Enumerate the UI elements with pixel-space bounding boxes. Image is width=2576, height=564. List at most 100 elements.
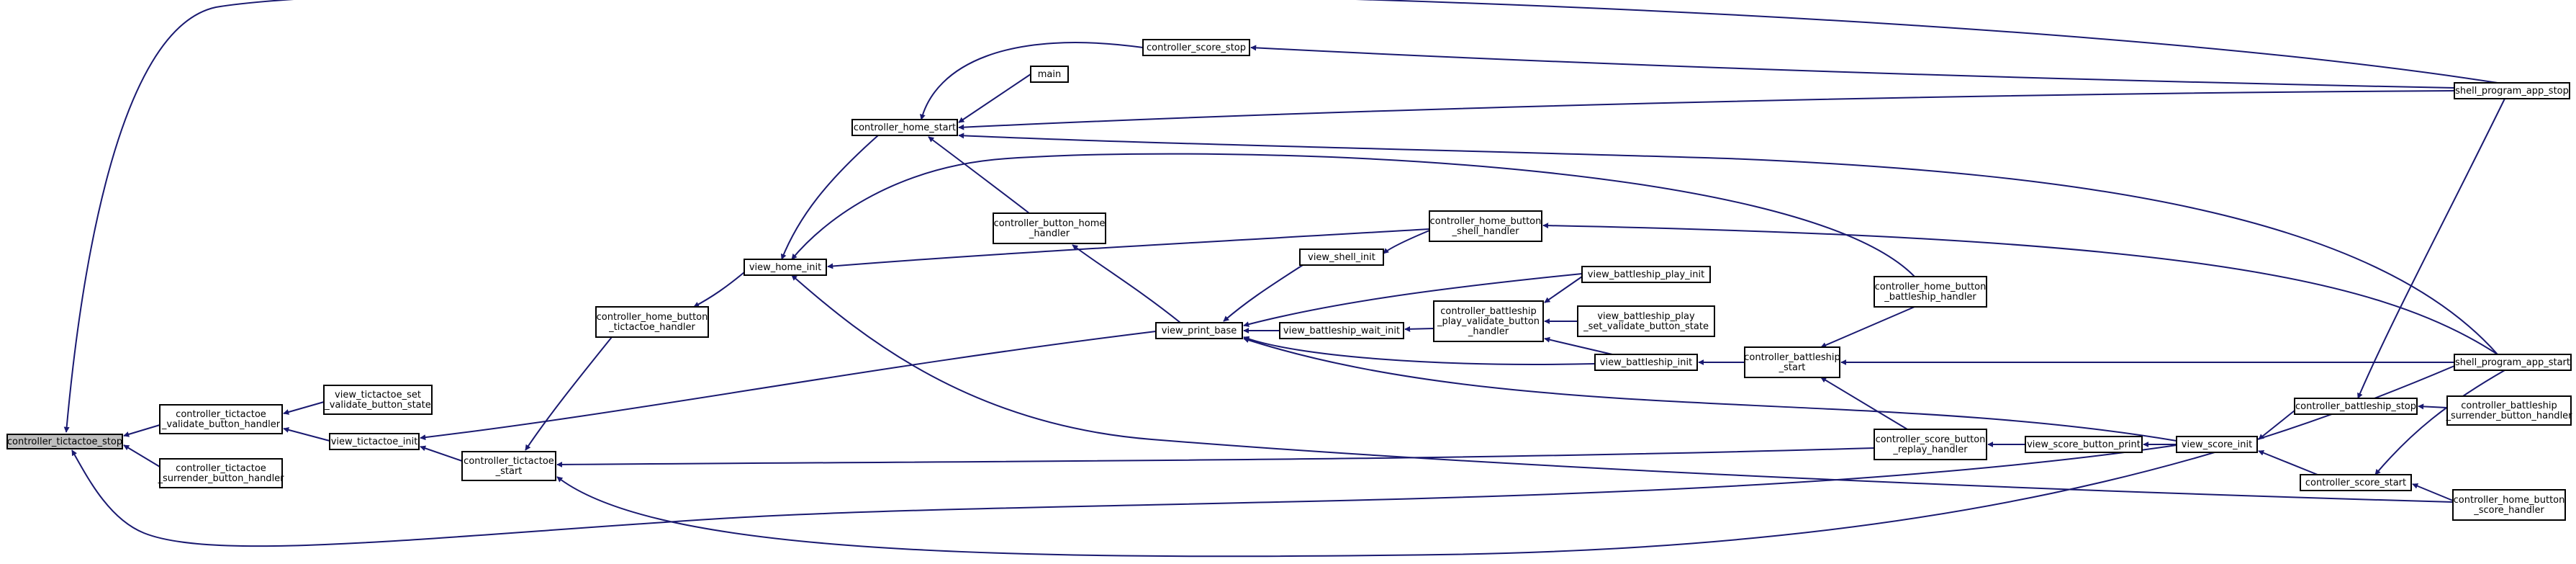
node-shell-stop[interactable]: shell_program_app_stop [2454, 82, 2570, 99]
node-label: view_battleship_init [1600, 357, 1692, 368]
node-home-tictactoe-handler[interactable]: controller_home_button_tictactoe_handler [595, 306, 709, 338]
node-set-validate[interactable]: view_tictactoe_set_validate_button_state [323, 385, 433, 415]
node-bs-play-validate-handler[interactable]: controller_battleship_play_validate_butt… [1433, 300, 1544, 342]
node-tictactoe-stop[interactable]: controller_tictactoe_stop [6, 434, 123, 449]
node-score-start[interactable]: controller_score_start [2300, 474, 2412, 491]
node-surrender-handler[interactable]: controller_tictactoe_surrender_button_ha… [157, 458, 284, 488]
node-label: _handler [1029, 228, 1070, 239]
edge-view-home-init-to-home-tictactoe-handler [693, 272, 745, 308]
node-box [329, 433, 420, 450]
node-box [159, 404, 283, 434]
node-label: _start [495, 466, 523, 477]
node-box [1155, 322, 1243, 339]
edge-shell-stop-to-home-start [958, 90, 2455, 130]
node-bs-stop[interactable]: controller_battleship_stop [2294, 398, 2418, 415]
node-box [1429, 210, 1542, 242]
node-box [6, 434, 123, 449]
edge-bs-surrender-handler-to-bs-stop [2418, 403, 2448, 410]
node-label: controller_tictactoe [176, 463, 266, 474]
edge-home-tictactoe-handler-to-tictactoe-start [525, 336, 613, 451]
node-label: _handler [1468, 326, 1509, 337]
node-score-stop[interactable]: controller_score_stop [1142, 39, 1250, 56]
node-score-button-print[interactable]: view_score_button_print [2025, 436, 2143, 453]
edge-main-to-home-start [958, 73, 1031, 123]
node-validate-handler[interactable]: controller_tictactoe_validate_button_han… [159, 404, 283, 434]
node-label: controller_home_button [1875, 282, 1987, 292]
node-view-tictactoe-init[interactable]: view_tictactoe_init [329, 433, 420, 450]
node-bs-play-set-validate[interactable]: view_battleship_play_set_validate_button… [1577, 305, 1715, 337]
node-view-home-init[interactable]: view_home_init [744, 259, 827, 276]
node-box [1577, 305, 1715, 337]
edge-button-home-handler-to-home-start [928, 136, 1030, 214]
node-bs-surrender-handler[interactable]: controller_battleship_surrender_button_h… [2445, 395, 2572, 426]
node-label: _tictactoe_handler [608, 322, 695, 333]
node-label: view_battleship_wait_init [1283, 326, 1400, 336]
edge-view-print-base-to-button-home-handler [1072, 244, 1181, 323]
edge-home-bs-handler-to-view-home-init [791, 153, 1915, 277]
node-box [2294, 398, 2418, 415]
edge-shell-start-to-tictactoe-start [556, 365, 2455, 558]
edge-score-replay-handler-to-bs-start [1820, 377, 1908, 430]
node-home-score-handler[interactable]: controller_home_button_score_handler [2452, 489, 2566, 521]
edge-validate-handler-to-tictactoe-stop [123, 424, 161, 437]
node-box [2300, 474, 2412, 491]
node-home-shell-handler[interactable]: controller_home_button_shell_handler [1429, 210, 1542, 242]
edge-shell-start-to-home-shell-handler [1542, 223, 2498, 355]
node-score-replay-handler[interactable]: controller_score_button_replay_handler [1874, 429, 1987, 460]
node-label: view_tictactoe_init [331, 437, 418, 447]
node-main[interactable]: main [1030, 66, 1069, 83]
node-view-print-base[interactable]: view_print_base [1155, 322, 1243, 339]
node-label: controller_tictactoe [176, 409, 266, 420]
edge-view-tictactoe-init-to-validate-handler [283, 426, 330, 442]
node-label: controller_score_button [1876, 434, 1986, 445]
node-box [1874, 276, 1987, 308]
node-bs-start[interactable]: controller_battleship_start [1744, 346, 1840, 378]
node-label: _validate_button_handler [161, 419, 281, 430]
node-label: controller_home_button [1430, 216, 1542, 227]
node-view-score-init[interactable]: view_score_init [2176, 436, 2258, 453]
node-tictactoe-start[interactable]: controller_tictactoe_start [461, 451, 556, 481]
node-box [744, 259, 827, 276]
node-label: _play_validate_button [1437, 316, 1540, 327]
node-battleship-wait-init[interactable]: view_battleship_wait_init [1279, 322, 1404, 339]
edge-shell-start-to-score-start [2374, 370, 2505, 475]
node-shell-start[interactable]: shell_program_app_start [2454, 354, 2572, 371]
nodes-layer: controller_tictactoe_stop controller_tict… [6, 39, 2572, 521]
node-box [1030, 66, 1069, 83]
node-box [993, 212, 1106, 244]
node-label: view_home_init [749, 262, 821, 273]
node-bs-init[interactable]: view_battleship_init [1594, 354, 1698, 371]
node-home-start[interactable]: controller_home_start [851, 119, 958, 136]
edge-home-shell-handler-to-view-shell-init [1383, 230, 1430, 254]
node-label: view_battleship_play [1597, 311, 1695, 322]
edge-shell-stop-to-score-stop [1250, 45, 2455, 89]
edge-home-score-handler-to-view-home-init [791, 274, 2454, 503]
node-box [1299, 249, 1384, 266]
edge-bs-play-init-to-bs-play-validate-handler [1544, 276, 1583, 303]
node-box [2176, 436, 2258, 453]
node-button-home-handler[interactable]: controller_button_home_handler [993, 212, 1106, 244]
node-label: shell_program_app_start [2455, 357, 2570, 368]
node-box [323, 385, 433, 415]
node-view-shell-init[interactable]: view_shell_init [1299, 249, 1384, 266]
node-box [1279, 322, 1404, 339]
edge-view-print-base-to-view-tictactoe-init [420, 331, 1157, 441]
edge-view-score-init-to-view-print-base [1243, 337, 2177, 442]
node-label: _start [1779, 362, 1806, 373]
edge-shell-stop-to-tictactoe-stop [63, 0, 2498, 433]
node-box [159, 458, 283, 488]
node-label: view_score_init [2182, 439, 2252, 450]
edge-view-shell-init-to-view-print-base [1223, 264, 1303, 322]
node-label: controller_tictactoe_stop [7, 437, 122, 447]
edge-score-stop-to-home-start [919, 42, 1144, 120]
node-label: _surrender_button_handler [157, 473, 284, 484]
node-home-bs-handler[interactable]: controller_home_button_battleship_handle… [1874, 276, 1987, 308]
node-label: controller_battleship [2461, 400, 2557, 411]
node-bs-play-init[interactable]: view_battleship_play_init [1581, 266, 1711, 283]
node-box [851, 119, 958, 136]
node-box [2025, 436, 2143, 453]
node-label: controller_battleship [1440, 306, 1536, 317]
edges-layer [63, 0, 2505, 558]
node-box [1594, 354, 1698, 371]
